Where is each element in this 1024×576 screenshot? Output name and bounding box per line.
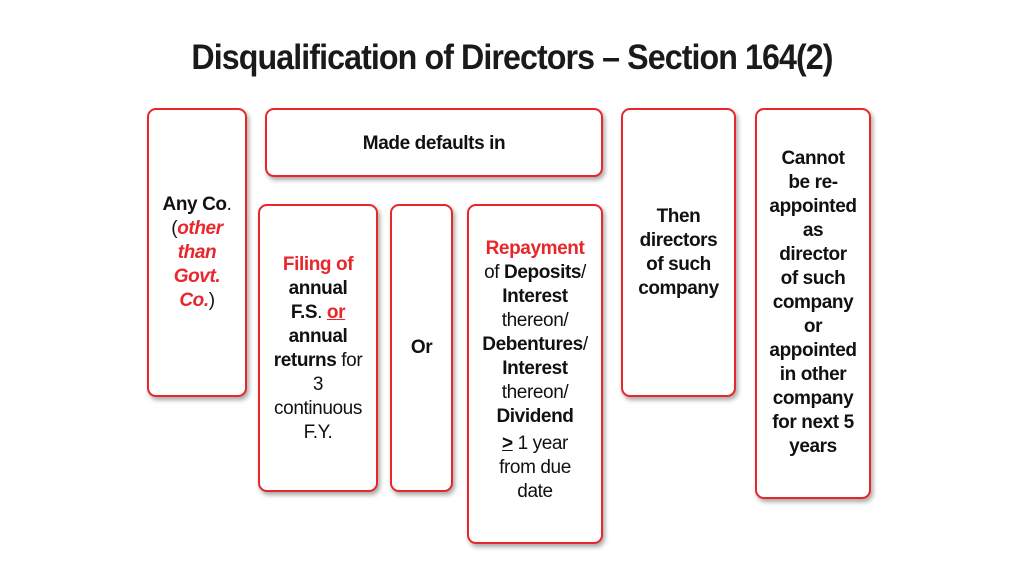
thereon1-text: thereon/ — [501, 310, 569, 331]
thereon2-text: thereon/ — [501, 382, 569, 403]
cannot-line-1: Cannot — [781, 148, 845, 169]
date-text: date — [517, 481, 553, 502]
cannot-line-7: company — [772, 292, 854, 313]
debentures-line: Debentures/ — [482, 334, 588, 355]
cannot-line-11: company — [772, 388, 854, 409]
cannot-line-8: or — [803, 316, 823, 337]
made-defaults-box: Made defaults in — [265, 108, 603, 177]
made-defaults-label: Made defaults in — [362, 133, 506, 154]
deposits-line: of Deposits/ — [484, 262, 586, 283]
then-line-2: directors — [639, 229, 718, 251]
or-box: Or — [390, 204, 453, 492]
interest1-text: Interest — [502, 286, 568, 307]
one-year-line: > 1 year — [502, 433, 568, 454]
fs-or-line: F.S. or — [290, 302, 346, 323]
any-co-line: Any Co. — [162, 193, 232, 215]
filing-of-text: Filing of — [282, 254, 354, 275]
returns-line: returns for — [273, 350, 363, 371]
from-due-text: from due — [499, 457, 571, 478]
then-line-1: Then — [656, 205, 701, 227]
annual2-text: annual — [288, 326, 348, 347]
continuous-text: continuous — [274, 398, 362, 419]
repayment-text: Repayment — [485, 238, 585, 259]
filing-box: Filing of annual F.S. or annual returns … — [258, 204, 378, 492]
fy-text: F.Y. — [303, 422, 333, 443]
than-text: than — [177, 241, 217, 263]
annual-text: annual — [288, 278, 348, 299]
cannot-line-2: be re- — [788, 172, 838, 193]
other-line: (other — [171, 217, 223, 239]
cannot-line-5: director — [779, 244, 847, 265]
then-line-4: company — [638, 277, 719, 299]
interest2-text: Interest — [502, 358, 568, 379]
co-line: Co.) — [179, 289, 215, 311]
any-company-box: Any Co. (other than Govt. Co.) — [147, 108, 247, 397]
dividend-text: Dividend — [496, 406, 574, 427]
cannot-reappoint-box: Cannot be re- appointed as director of s… — [755, 108, 871, 499]
then-directors-box: Then directors of such company — [621, 108, 736, 397]
then-line-3: of such — [646, 253, 711, 275]
cannot-line-10: in other — [779, 364, 847, 385]
page-title: Disqualification of Directors – Section … — [191, 38, 833, 77]
govt-text: Govt. — [173, 265, 221, 287]
cannot-line-13: years — [789, 436, 837, 457]
three-text: 3 — [312, 374, 324, 395]
cannot-line-3: appointed — [769, 196, 857, 217]
cannot-line-6: of such — [780, 268, 846, 289]
cannot-line-9: appointed — [769, 340, 857, 361]
repayment-box: Repayment of Deposits/ Interest thereon/… — [467, 204, 603, 544]
cannot-line-4: as — [802, 220, 824, 241]
or-label: Or — [410, 337, 433, 358]
cannot-line-12: for next 5 — [772, 412, 854, 433]
